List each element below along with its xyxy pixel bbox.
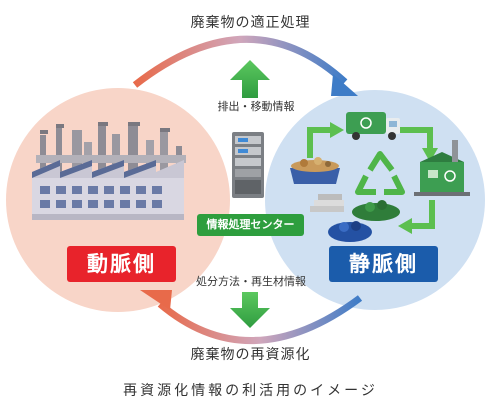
server-icon: [232, 132, 264, 198]
factory-icon: [32, 122, 186, 220]
down-green-arrow-icon: [230, 292, 270, 328]
info-center-tag: 情報処理センター: [197, 214, 304, 236]
waste-tray-icon: [290, 157, 340, 184]
up-green-arrow-icon: [230, 60, 270, 98]
top-label: 廃棄物の適正処理: [190, 15, 311, 31]
figure-caption: 再資源化情報の利活用のイメージ: [123, 383, 378, 399]
vein-side-tag: 静脈側: [329, 246, 438, 282]
garbage-truck-icon: [346, 112, 400, 140]
artery-side-tag: 動脈側: [67, 246, 176, 282]
recycled-materials-icon: [310, 194, 400, 242]
bottom-arc-arrowhead: [140, 290, 172, 310]
recycling-plant-icon: [414, 140, 470, 196]
recycle-icon: [355, 151, 405, 195]
top-arc-arrowhead: [331, 74, 358, 96]
down-arrow-label: 処分方法・再生材情報: [196, 275, 306, 288]
top-arc-arrow: [132, 35, 348, 88]
up-arrow-label: 排出・移動情報: [217, 100, 295, 113]
bottom-label: 廃棄物の再資源化: [190, 347, 311, 363]
vein-flow-arrows-icon: [307, 122, 438, 234]
bottom-arc-arrow: [157, 295, 363, 344]
